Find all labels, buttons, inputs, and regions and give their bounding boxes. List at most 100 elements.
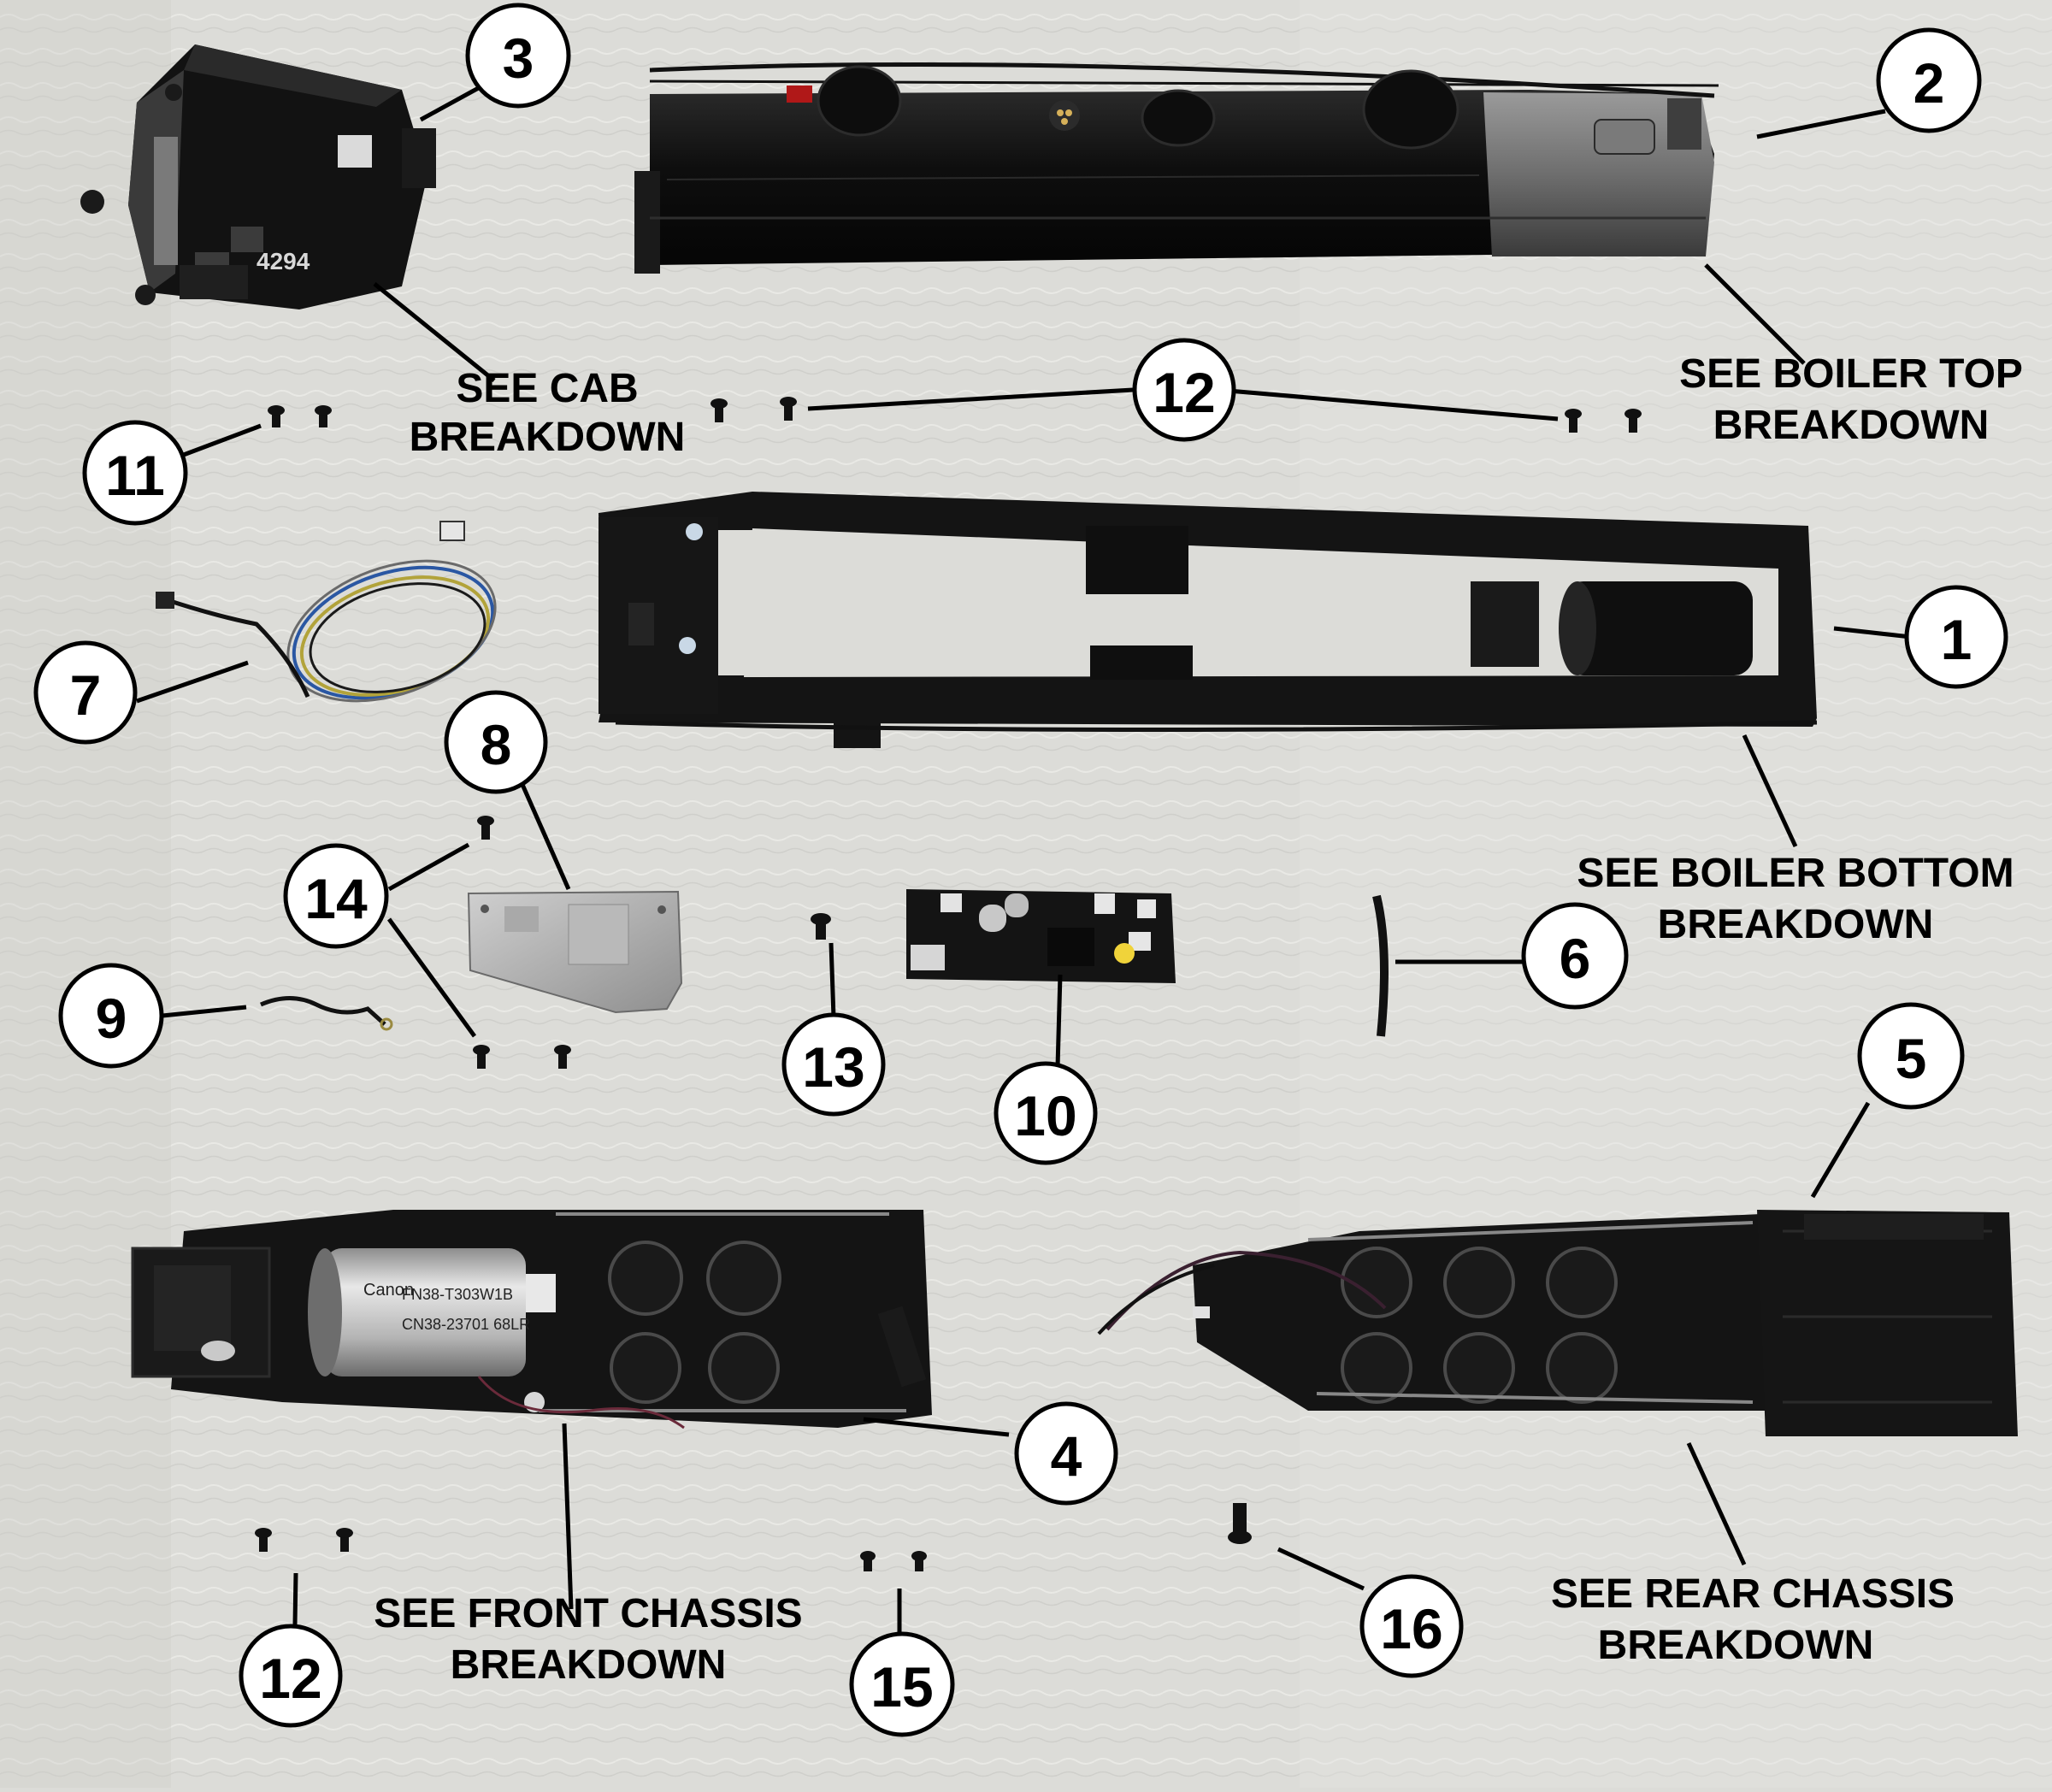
leader-10 (1055, 974, 1063, 1068)
ground-wire-lug (380, 1017, 393, 1031)
note-cab-line2: BREAKDOWN (410, 415, 686, 460)
callout-13: 13 (781, 1012, 886, 1117)
callout-12-bottom: 12 (239, 1624, 343, 1728)
callout-15: 15 (849, 1631, 955, 1737)
cab-part: 4294 (80, 44, 436, 309)
note-boiler-bottom-line2: BREAKDOWN (1658, 902, 1934, 947)
leader-4 (863, 1417, 1010, 1437)
screw-14c (554, 1045, 571, 1069)
screw-12f (336, 1528, 353, 1552)
leader-12-left (807, 387, 1134, 411)
callout-12-top: 12 (1132, 338, 1236, 442)
callout-9-label: 9 (96, 987, 127, 1050)
callout-6-label: 6 (1560, 927, 1591, 990)
screw-12e (255, 1528, 272, 1552)
callout-3-label: 3 (503, 27, 534, 90)
leader-boiler-top-note (1704, 263, 1806, 365)
leader-11 (180, 423, 262, 458)
callout-6: 6 (1521, 902, 1629, 1010)
screw-12c (1565, 409, 1582, 433)
callout-1: 1 (1904, 585, 2008, 689)
leader-7 (136, 660, 249, 704)
screw-13 (811, 913, 831, 940)
callout-15-label: 15 (870, 1655, 933, 1718)
callout-2-label: 2 (1913, 51, 1945, 115)
ground-wire-part (260, 996, 386, 1026)
callout-12-bottom-label: 12 (259, 1647, 321, 1710)
leader-boiler-bottom-note (1742, 734, 1798, 848)
callout-11: 11 (82, 420, 188, 526)
callout-1-label: 1 (1941, 608, 1972, 671)
background-highlight (1300, 0, 2052, 1788)
tube-part (1372, 894, 1389, 1037)
rear-chassis-part (1097, 1210, 2018, 1436)
callout-7-label: 7 (70, 663, 102, 727)
callouts: 3 2 12 11 1 7 8 14 6 9 13 5 10 4 16 12 1… (33, 3, 2008, 1737)
note-boiler-top-line2: BREAKDOWN (1713, 403, 1990, 448)
circuit-board-part (906, 889, 1176, 983)
frame-part (598, 492, 1818, 748)
screw-12a (711, 398, 728, 422)
boiler-part (634, 62, 1719, 274)
callout-7: 7 (33, 640, 138, 745)
callout-9: 9 (58, 963, 164, 1069)
screw-15a (860, 1551, 876, 1571)
leader-9 (162, 1005, 247, 1018)
leader-12-bottom (292, 1572, 298, 1625)
screw-11a (268, 405, 285, 427)
note-boiler-top-line1: SEE BOILER TOP (1679, 351, 2023, 397)
motor-label-brand: Canon (363, 1281, 414, 1300)
note-rear-chassis-line1: SEE REAR CHASSIS (1551, 1571, 1955, 1617)
note-front-chassis-line1: SEE FRONT CHASSIS (374, 1591, 802, 1636)
leader-1 (1833, 626, 1912, 640)
note-boiler-bottom-line1: SEE BOILER BOTTOM (1577, 851, 2014, 896)
callout-11-label: 11 (105, 444, 165, 507)
callout-5-label: 5 (1896, 1027, 1927, 1090)
screw-11b (315, 405, 332, 427)
metal-plate-part (467, 890, 683, 1014)
front-chassis-part: Canon FN38-T303W1B CN38-23701 68LR (131, 1210, 932, 1429)
callout-14: 14 (283, 843, 389, 949)
callout-8: 8 (444, 690, 548, 794)
wire-harness-part (156, 521, 497, 703)
leader-rear-chassis-note (1686, 1441, 1747, 1566)
leader-12-right (1218, 387, 1559, 421)
note-front-chassis-line2: BREAKDOWN (451, 1642, 727, 1688)
leader-3 (419, 83, 485, 122)
leader-14-top (387, 842, 470, 892)
note-rear-chassis-line2: BREAKDOWN (1598, 1623, 1874, 1668)
callout-4-label: 4 (1051, 1424, 1082, 1488)
notes: SEE CAB BREAKDOWN SEE BOILER TOP BREAKDO… (374, 351, 2023, 1688)
callout-16-label: 16 (1380, 1597, 1442, 1660)
leader-16 (1277, 1547, 1365, 1591)
cab-number: 4294 (256, 248, 310, 274)
callout-16: 16 (1359, 1574, 1464, 1678)
screw-14a (477, 816, 494, 840)
screw-16 (1228, 1503, 1252, 1544)
screw-14b (473, 1045, 490, 1069)
leader-5 (1810, 1101, 1871, 1199)
leader-8 (515, 771, 571, 891)
leader-13 (828, 942, 836, 1018)
callout-13-label: 13 (802, 1035, 864, 1099)
callout-10-label: 10 (1014, 1084, 1076, 1147)
screws (255, 397, 1642, 1571)
callout-12-top-label: 12 (1153, 361, 1215, 424)
callout-4: 4 (1014, 1401, 1118, 1506)
callout-2: 2 (1876, 27, 1982, 133)
leader-front-chassis-note (562, 1423, 574, 1610)
callout-3: 3 (465, 3, 571, 109)
motor-label-model: FN38-T303W1B (402, 1286, 513, 1303)
leader-14-bottom (386, 917, 477, 1038)
leader-cab-note (373, 282, 496, 382)
motor-label-serial: CN38-23701 68LR (402, 1316, 530, 1333)
screw-15b (911, 1551, 927, 1571)
callout-5: 5 (1857, 1002, 1965, 1110)
screw-12d (1624, 409, 1642, 433)
leader-2 (1756, 109, 1886, 139)
screw-12b (780, 397, 797, 421)
callout-8-label: 8 (481, 713, 512, 776)
note-cab-line1: SEE CAB (456, 366, 638, 411)
